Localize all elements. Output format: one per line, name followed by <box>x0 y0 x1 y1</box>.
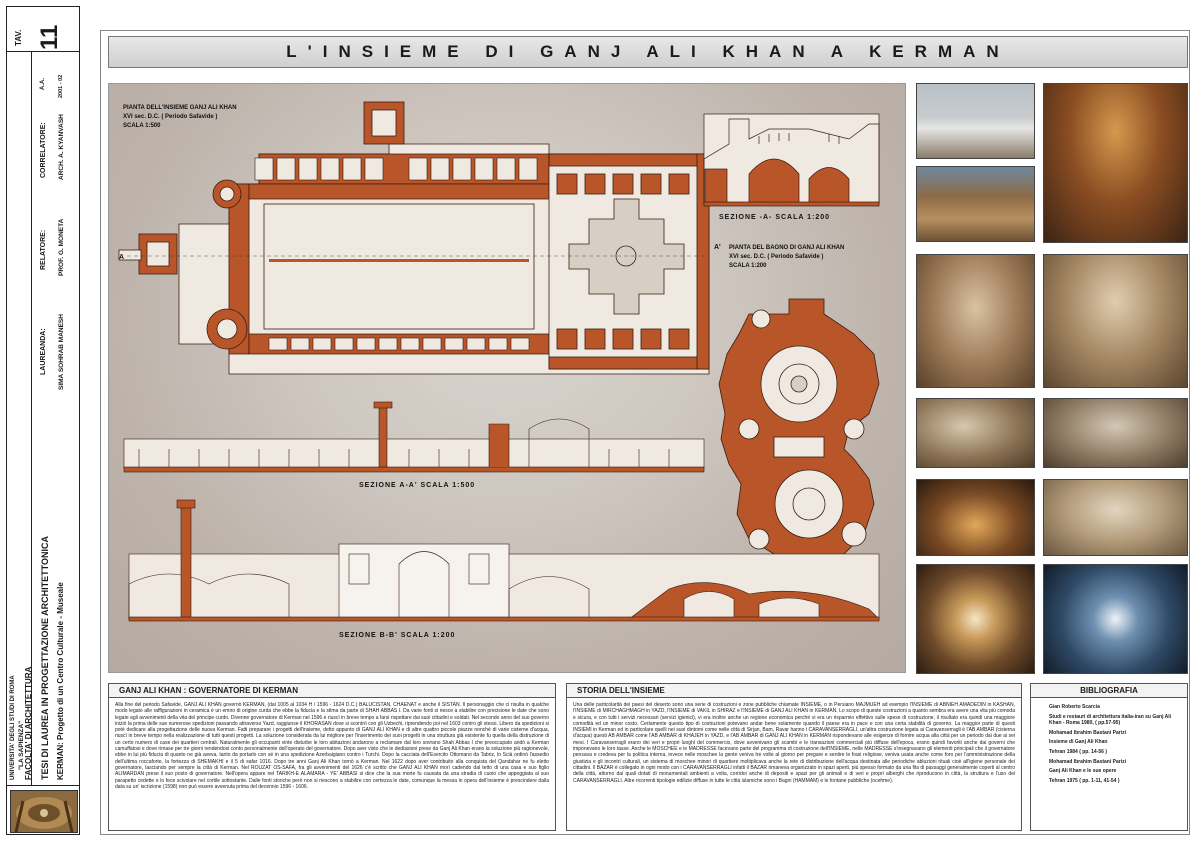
section-bb-label: SEZIONE B-B' SCALA 1:200 <box>339 632 456 639</box>
logo-photo <box>10 790 78 833</box>
section-aa-drawing <box>123 401 705 473</box>
bibliografia-panel: BIBLIOGRAFIA Gian Roberto Scarcia Studi … <box>1030 683 1188 831</box>
student-label: LAUREANDA: <box>40 328 47 375</box>
sheet-number-box: TAV. 11 <box>6 6 80 52</box>
sheet-frame <box>100 30 1190 835</box>
storia-panel: STORIA DELL'INSIEME Una delle particolar… <box>566 683 1022 831</box>
student-name: SIMA SOHRAB MANESH <box>58 314 65 390</box>
governor-text: Alla fine del periodo Safavide, GANJ ALI… <box>115 702 549 790</box>
plan-label-title: PIANTA DELL'INSIEME GANJ ALI KHAN <box>123 105 237 111</box>
storia-text: Una delle particolarità dei paesi del de… <box>573 702 1015 784</box>
site-plan <box>118 101 710 375</box>
university-label: UNIVERSITA' DEGLI STUDI DI ROMA <box>10 675 16 780</box>
marker-a: A <box>119 254 124 261</box>
section-aa-label: SEZIONE A-A' SCALA 1:500 <box>359 482 476 489</box>
thesis-title: TESI DI LAUREA IN PROGETTAZIONE ARCHITET… <box>40 535 50 780</box>
bath-label: PIANTA DEL BAGNO DI GANJ ALI KHAN XVI se… <box>729 244 844 271</box>
correlatore-label: CORRELATORE: <box>40 122 47 178</box>
plan-label-scale: SCALA 1:500 <box>123 123 161 129</box>
photo-bath-interior-painted <box>1043 83 1188 243</box>
strip-divider <box>31 52 32 785</box>
bib-entry: Gian Roberto Scarcia <box>1049 704 1100 710</box>
strip-divider <box>6 785 80 786</box>
bib-entry: Tehran 1975 ( pp. 1-11, 41-54 ) <box>1049 777 1120 784</box>
bibliografia-list: Gian Roberto Scarcia Studi e restauri di… <box>1031 698 1187 784</box>
photo-vaulted-room <box>1043 398 1188 468</box>
bib-entry: Studi e restauri di architettura italia-… <box>1049 713 1172 727</box>
relatore-label: RELATORE: <box>40 229 47 270</box>
page-title: L'INSIEME DI GANJ ALI KHAN A KERMAN <box>108 36 1188 68</box>
bib-entry: Tehran 1984 ( pp. 14-56 ) <box>1049 748 1107 755</box>
bib-entry: Mohamad Ibrahim Bastani Parizi <box>1049 729 1126 736</box>
bib-entry: Insieme di Ganj Ali Khan <box>1049 739 1108 746</box>
photo-courtyard-facade <box>916 166 1035 242</box>
bib-entry: Ganj Ali Khan e le sue opere <box>1049 768 1117 775</box>
correlatore-name: ARCH. A. KYANVASH <box>58 114 65 180</box>
photo-bath-chamber <box>916 398 1035 468</box>
faculty-label: FACOLTA' DI ARCHITETTURA <box>24 666 33 780</box>
aa-label: A.A. <box>40 78 46 90</box>
bath-label-title: PIANTA DEL BAGNO DI GANJ ALI KHAN <box>729 245 845 251</box>
tav-label: TAV. <box>14 29 23 46</box>
photo-dome-ceiling-2 <box>1043 564 1188 674</box>
plan-label: PIANTA DELL'INSIEME GANJ ALI KHAN XVI se… <box>123 104 237 131</box>
plan-label-period: XVI sec. D.C. ( Periodo Safavide ) <box>123 114 218 120</box>
photo-muqarnas-niche <box>1043 479 1188 556</box>
aa-value: 2001 - 02 <box>58 74 64 98</box>
photo-bazaar-corridor <box>916 254 1035 388</box>
photo-lit-arch <box>916 479 1035 556</box>
section-a-label: SEZIONE -A- SCALA 1:200 <box>719 214 831 221</box>
marker-a-prime: A' <box>714 244 721 251</box>
photo-domed-hall <box>1043 254 1188 388</box>
section-a-drawing <box>703 113 880 207</box>
photo-dome-ceiling-1 <box>916 564 1035 674</box>
bath-label-period: XVI sec. D.C. ( Periodo Safavide ) <box>729 254 824 260</box>
governor-heading: GANJ ALI KHAN : GOVERNATORE DI KERMAN <box>109 684 555 698</box>
section-bb-drawing <box>128 499 880 622</box>
governor-panel: GANJ ALI KHAN : GOVERNATORE DI KERMAN Al… <box>108 683 556 831</box>
drawing-area: A A' <box>108 83 906 673</box>
relatore-name: PROF. G. MONETA <box>58 218 65 276</box>
project-title: KERMAN: Progetto di un Centro Culturale … <box>56 582 65 780</box>
bath-plan <box>718 298 880 565</box>
bath-label-scale: SCALA 1:200 <box>729 263 767 269</box>
photo-snowy-exterior <box>916 83 1035 159</box>
title-block-strip <box>6 6 80 835</box>
tav-number: 11 <box>36 24 63 50</box>
storia-heading: STORIA DELL'INSIEME <box>567 684 1021 698</box>
bib-entry: Mohamad Ibrahim Bastani Parizi <box>1049 758 1126 765</box>
bibliografia-heading: BIBLIOGRAFIA <box>1031 684 1187 698</box>
architectural-drawings: A A' <box>118 101 880 622</box>
